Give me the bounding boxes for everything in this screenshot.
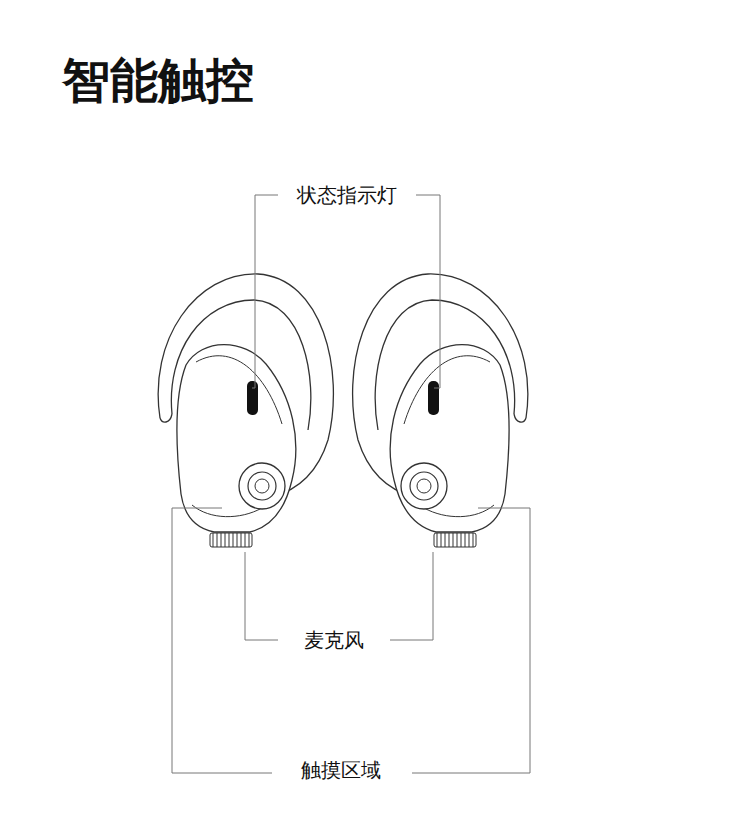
indicator-label: 状态指示灯	[293, 183, 401, 207]
leader-lines	[172, 195, 530, 773]
touch-area-label: 触摸区域	[297, 758, 385, 782]
microphone-label: 麦克风	[300, 628, 368, 652]
page-title: 智能触控	[62, 52, 254, 110]
